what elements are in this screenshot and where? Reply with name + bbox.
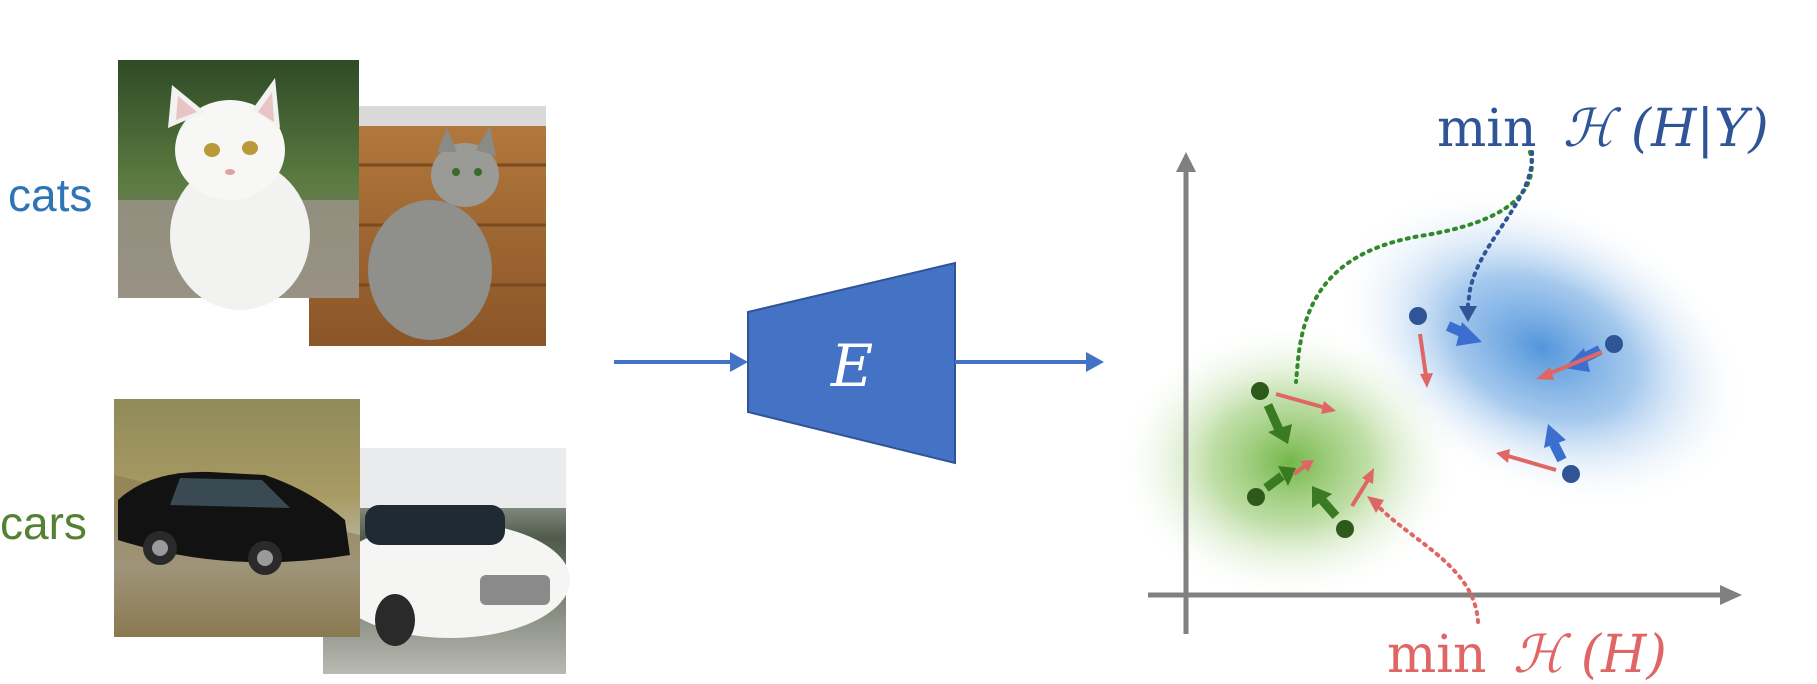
encoder-symbol: E	[830, 332, 873, 400]
blue-point	[1409, 307, 1427, 325]
red-spread-arrow-head	[1362, 468, 1374, 484]
red-spread-arrow	[1350, 478, 1370, 508]
green-move-arrow	[1263, 472, 1285, 492]
red-spread-arrow	[1275, 392, 1327, 410]
blue-point	[1562, 465, 1580, 483]
x-axis-arrowhead	[1720, 585, 1742, 605]
green-move-arrow	[1318, 497, 1340, 519]
blue-cluster-points	[1409, 307, 1623, 483]
cats-label: cats	[8, 169, 93, 221]
red-spread-arrow	[1418, 333, 1428, 377]
blue-move-arrow-head	[1544, 424, 1566, 448]
red-spread-arrow-head	[1300, 460, 1314, 472]
green-point	[1251, 382, 1269, 400]
car-cluster-blob	[1115, 322, 1465, 602]
red-spread-arrow-head	[1321, 401, 1336, 414]
red-spread-arrow-head	[1420, 373, 1433, 388]
green-cluster-points	[1247, 382, 1374, 538]
green-dotted-curve	[1294, 150, 1534, 384]
car-photo-white	[323, 448, 570, 674]
formula-conditional-entropy: min ℋ (H|Y)	[1437, 99, 1769, 159]
cat-photo-white	[118, 60, 359, 310]
blue-dotted-curve	[1465, 150, 1535, 314]
red-spread-arrow	[1507, 454, 1557, 472]
red-spread-arrow-head	[1496, 449, 1510, 463]
green-move-arrow-head	[1312, 486, 1332, 508]
red-spread-arrow-head	[1536, 367, 1554, 380]
formula-min: min	[1387, 625, 1486, 684]
formula-min: min	[1437, 99, 1536, 159]
entropy-symbol: ℋ	[1563, 99, 1622, 159]
entropy-symbol: ℋ	[1513, 625, 1572, 684]
encoder-block	[747, 261, 956, 465]
input-arrow-head	[730, 352, 748, 372]
blue-point	[1605, 335, 1623, 353]
red-spread-arrow	[1547, 350, 1603, 376]
blue-dotted-arrowhead	[1459, 306, 1477, 322]
formula-args: (H)	[1581, 625, 1667, 684]
red-spread-arrow	[1292, 464, 1307, 476]
green-move-arrow	[1263, 403, 1285, 434]
formula-args: (H|Y)	[1631, 99, 1769, 159]
green-move-arrow-head	[1278, 466, 1296, 486]
green-point	[1247, 488, 1265, 506]
green-point	[1336, 520, 1354, 538]
cars-label: cars	[0, 497, 87, 549]
car-photo-black	[114, 399, 360, 637]
formula-entropy: min ℋ (H)	[1387, 625, 1667, 684]
blue-move-arrow-head	[1456, 322, 1482, 346]
red-dotted-arrowhead	[1367, 496, 1384, 513]
output-arrow-head	[1086, 352, 1104, 372]
y-axis-arrowhead	[1176, 152, 1196, 172]
green-move-arrow-head	[1268, 424, 1292, 444]
red-dotted-curve	[1372, 500, 1480, 624]
blue-move-arrow	[1549, 441, 1567, 463]
